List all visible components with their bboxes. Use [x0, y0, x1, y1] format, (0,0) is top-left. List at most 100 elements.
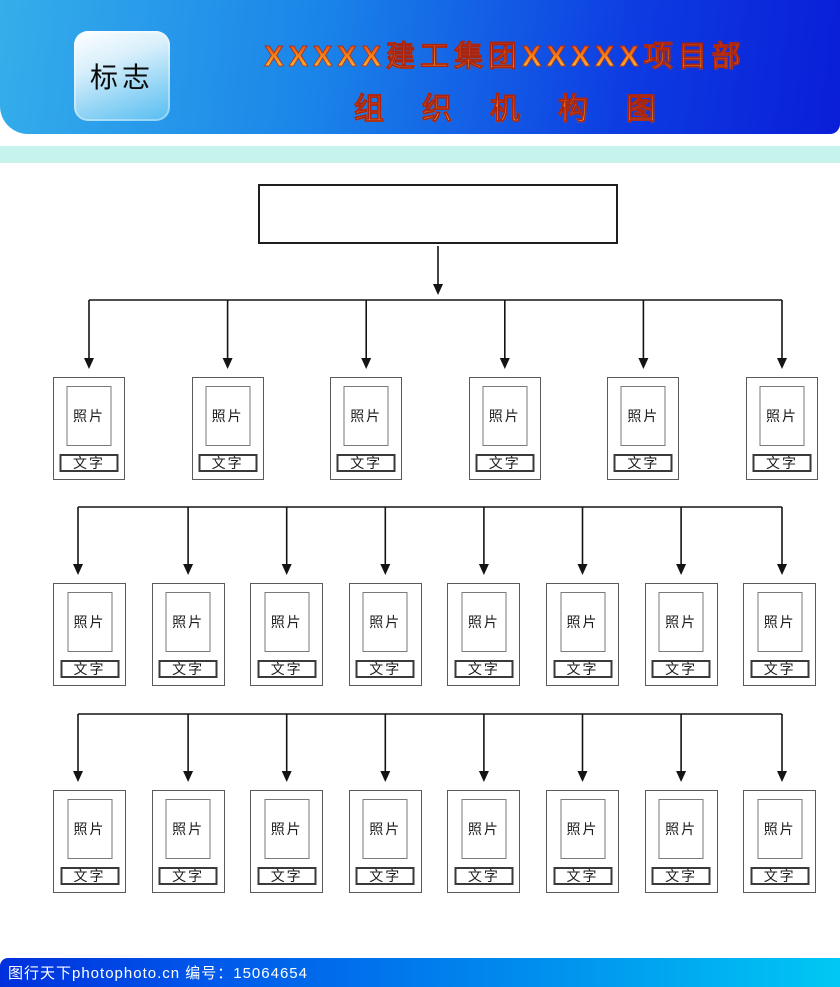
- arrowhead-icon: [638, 358, 649, 369]
- caption-placeholder: 文字: [651, 867, 711, 885]
- arrowhead-icon: [478, 564, 489, 575]
- photo-placeholder: 照片: [165, 592, 211, 652]
- org-card: 照片文字: [191, 377, 264, 480]
- caption-placeholder: 文字: [257, 660, 317, 678]
- photo-placeholder: 照片: [482, 386, 528, 446]
- photo-placeholder: 照片: [461, 799, 507, 859]
- arrowhead-icon: [73, 771, 83, 782]
- caption-placeholder: 文字: [613, 454, 673, 472]
- watermark-bar: 图行天下photophoto.cn 编号：15064654: [0, 958, 840, 987]
- photo-placeholder: 照片: [757, 799, 803, 859]
- logo-box: 标志: [74, 31, 170, 121]
- arrowhead-icon: [281, 564, 292, 575]
- caption-placeholder: 文字: [355, 660, 415, 678]
- caption-placeholder: 文字: [355, 867, 415, 885]
- root-box: [258, 184, 618, 244]
- photo-placeholder: 照片: [264, 592, 310, 652]
- photo-label: 照片: [172, 614, 205, 630]
- photo-placeholder: 照片: [461, 592, 507, 652]
- caption-placeholder: 文字: [59, 454, 119, 472]
- org-card: 照片文字: [151, 583, 225, 686]
- photo-placeholder: 照片: [66, 386, 112, 446]
- photo-placeholder: 照片: [658, 799, 704, 859]
- org-card: 照片文字: [250, 583, 324, 686]
- photo-placeholder: 照片: [560, 592, 605, 652]
- photo-label: 照片: [763, 614, 796, 630]
- caption-placeholder: 文字: [336, 454, 396, 472]
- org-card: 照片文字: [546, 583, 619, 686]
- photo-label: 照片: [369, 821, 402, 837]
- photo-placeholder: 照片: [757, 592, 803, 652]
- photo-label: 照片: [211, 408, 244, 424]
- photo-placeholder: 照片: [362, 799, 408, 859]
- org-card: 照片文字: [250, 790, 324, 893]
- org-card: 照片文字: [468, 377, 541, 480]
- photo-label: 照片: [73, 408, 105, 424]
- photo-placeholder: 照片: [67, 592, 112, 652]
- caption-placeholder: 文字: [475, 454, 535, 472]
- photo-label: 照片: [369, 614, 402, 630]
- arrowhead-icon: [380, 564, 391, 575]
- caption-placeholder: 文字: [750, 660, 810, 678]
- arrowhead-icon: [499, 358, 510, 369]
- org-card: 照片文字: [151, 790, 225, 893]
- photo-label: 照片: [73, 821, 106, 837]
- arrowhead-icon: [777, 771, 787, 782]
- photo-placeholder: 照片: [658, 592, 704, 652]
- caption-placeholder: 文字: [60, 867, 119, 885]
- caption-placeholder: 文字: [198, 454, 258, 472]
- photo-label: 照片: [270, 614, 303, 630]
- caption-placeholder: 文字: [60, 660, 119, 678]
- arrowhead-icon: [222, 358, 233, 369]
- arrowhead-icon: [183, 771, 194, 782]
- photo-label: 照片: [763, 821, 796, 837]
- photo-label: 照片: [350, 408, 383, 424]
- watermark-text: 图行天下photophoto.cn 编号：15064654: [8, 965, 308, 982]
- org-card: 照片文字: [348, 790, 422, 893]
- org-card: 照片文字: [546, 790, 619, 893]
- caption-placeholder: 文字: [752, 454, 812, 472]
- divider-stripe: [0, 146, 840, 163]
- photo-label: 照片: [172, 821, 205, 837]
- org-card: 照片文字: [746, 377, 818, 480]
- photo-label: 照片: [627, 408, 660, 424]
- photo-label: 照片: [566, 614, 599, 630]
- arrowhead-icon: [676, 771, 687, 782]
- arrowhead-icon: [433, 284, 443, 295]
- caption-placeholder: 文字: [257, 867, 317, 885]
- photo-label: 照片: [467, 821, 500, 837]
- photo-placeholder: 照片: [165, 799, 211, 859]
- caption-placeholder: 文字: [651, 660, 711, 678]
- photo-label: 照片: [665, 614, 698, 630]
- photo-label: 照片: [766, 408, 798, 424]
- caption-placeholder: 文字: [553, 660, 612, 678]
- org-card: 照片文字: [644, 790, 718, 893]
- photo-label: 照片: [73, 614, 106, 630]
- org-card: 照片文字: [607, 377, 680, 480]
- caption-placeholder: 文字: [158, 660, 218, 678]
- arrowhead-icon: [478, 771, 489, 782]
- arrowhead-icon: [577, 771, 588, 782]
- photo-label: 照片: [488, 408, 521, 424]
- caption-placeholder: 文字: [454, 867, 514, 885]
- arrowhead-icon: [676, 564, 687, 575]
- arrowhead-icon: [577, 564, 588, 575]
- caption-placeholder: 文字: [750, 867, 810, 885]
- photo-placeholder: 照片: [620, 386, 666, 446]
- caption-placeholder: 文字: [158, 867, 218, 885]
- photo-placeholder: 照片: [343, 386, 389, 446]
- arrowhead-icon: [380, 771, 391, 782]
- org-card: 照片文字: [330, 377, 403, 480]
- org-card: 照片文字: [743, 583, 817, 686]
- photo-placeholder: 照片: [759, 386, 805, 446]
- photo-placeholder: 照片: [67, 799, 112, 859]
- photo-label: 照片: [665, 821, 698, 837]
- photo-label: 照片: [270, 821, 303, 837]
- photo-placeholder: 照片: [264, 799, 310, 859]
- photo-placeholder: 照片: [560, 799, 605, 859]
- arrowhead-icon: [361, 358, 372, 369]
- header-banner: 标志 XXXXX建工集团XXXXX项目部 组织机构图: [0, 0, 840, 134]
- arrowhead-icon: [183, 564, 194, 575]
